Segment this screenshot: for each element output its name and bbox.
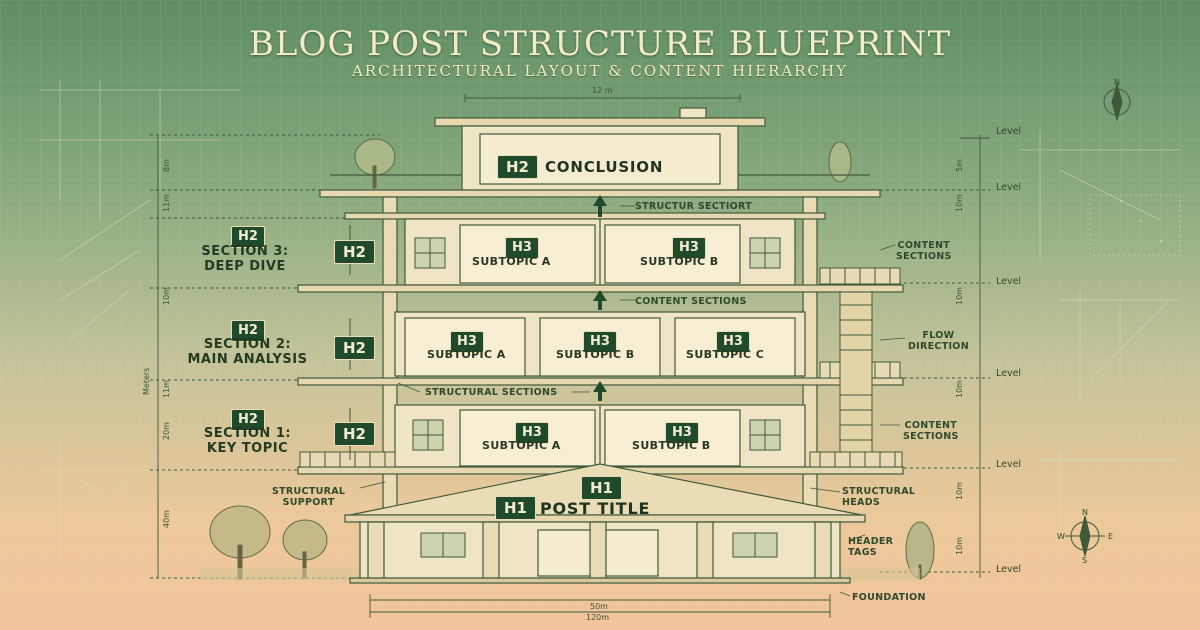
connector-label-3: STRUCTURAL SECTIONS (425, 387, 558, 398)
annot-content-sections-2: CONTENT SECTIONS (903, 420, 959, 442)
compass-bottom-w: W (1057, 532, 1065, 541)
annot-line: HEADS (842, 497, 881, 508)
section2-side-h2-tag: H2 (334, 336, 375, 360)
dim-left-mark: 20m (162, 422, 171, 440)
dim-left-mark: 11m (162, 380, 171, 398)
section1-room-b-label: SUBTOPIC B (632, 439, 711, 452)
section2-h2-tag: H2 (231, 320, 265, 342)
sketch-lines (40, 80, 1180, 560)
dim-right-mark: 10m (955, 482, 964, 500)
section3-room-a-label: SUBTOPIC A (472, 255, 551, 268)
page-subtitle: ARCHITECTURAL LAYOUT & CONTENT HIERARCHY (351, 62, 849, 80)
annot-foundation: FOUNDATION (852, 592, 926, 603)
post-title-h1-tag: H1 (495, 496, 536, 520)
section2-room-a-label: SUBTOPIC A (427, 348, 506, 361)
leader-lines (359, 205, 906, 597)
compass-top (1103, 82, 1131, 122)
section3-label-line2: DEEP DIVE (204, 259, 286, 274)
conclusion-label: CONCLUSION (545, 158, 664, 176)
section1-h2-tag: H2 (231, 409, 265, 431)
annot-content-sections-1: CONTENT SECTIONS (896, 240, 952, 262)
dim-left-mark: 40m (162, 510, 171, 528)
annot-line: TAGS (848, 547, 877, 558)
connector-label-1: STRUCTUR SECTIORT (635, 201, 753, 212)
section3-room-a-h3-tag: H3 (505, 237, 539, 259)
annot-flow-direction: FLOW DIRECTION (908, 330, 969, 352)
dim-right-mark: 10m (955, 537, 964, 555)
compass-top-n: N (1114, 78, 1120, 87)
level-label: Level (996, 182, 1022, 193)
dim-bottom-width-1: 50m (590, 602, 608, 611)
annot-line: DIRECTION (908, 341, 969, 352)
annot-line: FLOW (922, 330, 955, 341)
section2-room-a-h3-tag: H3 (450, 331, 484, 353)
section2-room-b-h3-tag: H3 (583, 331, 617, 353)
flow-arrows (593, 195, 607, 401)
post-title-label: POST TITLE (540, 499, 651, 518)
section2-label: SECTION 2: MAIN ANALYSIS (165, 337, 330, 367)
conclusion-h2-tag: H2 (497, 155, 538, 179)
level-label: Level (996, 276, 1022, 287)
section3-label: SECTION 3: DEEP DIVE (185, 244, 305, 274)
annot-line: SUPPORT (282, 497, 335, 508)
compass-bottom-s: S (1082, 556, 1088, 565)
level-label: Level (996, 459, 1022, 470)
railings (299, 267, 903, 468)
section3-side-h2-tag: H2 (334, 240, 375, 264)
section3-room-b-h3-tag: H3 (672, 237, 706, 259)
section1-label: SECTION 1: KEY TOPIC (185, 426, 310, 456)
section3-room-b-label: SUBTOPIC B (640, 255, 719, 268)
dim-right-mark: 10m (955, 194, 964, 212)
dim-right-mark: 5m (955, 159, 964, 172)
annot-line: CONTENT (904, 420, 958, 431)
section2-room-c-label: SUBTOPIC C (686, 348, 765, 361)
annot-line: HEADER (848, 536, 894, 547)
annot-structural-support: STRUCTURAL SUPPORT (272, 486, 345, 508)
dim-right-mark: 10m (955, 380, 964, 398)
dot-pattern (1089, 194, 1181, 256)
annot-line: STRUCTURAL (272, 486, 346, 497)
section1-room-a-h3-tag: H3 (515, 422, 549, 444)
annot-header-tags: HEADER TAGS (848, 536, 893, 558)
connector-label-2: CONTENT SECTIONS (635, 296, 747, 307)
dim-left-mark: 11m (162, 194, 171, 212)
compass-bottom-n: N (1082, 508, 1088, 517)
trees (209, 138, 935, 580)
compass-bottom (1065, 515, 1105, 557)
compass-bottom-e: E (1108, 532, 1114, 541)
annot-line: SECTIONS (903, 431, 959, 442)
level-label: Level (996, 368, 1022, 379)
dim-left-mark: 10m (162, 287, 171, 305)
page-title: BLOG POST STRUCTURE BLUEPRINT (248, 24, 952, 64)
annot-line: SECTIONS (896, 251, 952, 262)
section1-label-line2: KEY TOPIC (206, 441, 289, 456)
section1-room-b-h3-tag: H3 (665, 422, 699, 444)
section1-room-a-label: SUBTOPIC A (482, 439, 561, 452)
annot-line: STRUCTURAL (842, 486, 916, 497)
annot-line: CONTENT (897, 240, 951, 251)
dim-left-mark: 8m (162, 159, 171, 172)
dim-right-mark: 10m (955, 287, 964, 305)
annot-structural-heads: STRUCTURAL HEADS (842, 486, 915, 508)
dim-left-axis: Meters (142, 367, 151, 395)
dimension-lines (150, 94, 990, 618)
dim-top-width: 12 m (592, 86, 613, 95)
level-label: Level (996, 126, 1022, 137)
windows (412, 237, 781, 558)
section3-label-line1: SECTION 3: (201, 244, 289, 259)
section1-label-line1: SECTION 1: (203, 426, 292, 441)
section2-label-line1: SECTION 2: (203, 337, 292, 352)
level-label: Level (996, 564, 1022, 575)
section2-label-line2: MAIN ANALYSIS (187, 352, 308, 367)
pediment-h1-tag: H1 (581, 476, 622, 500)
section2-room-b-label: SUBTOPIC B (556, 348, 635, 361)
dim-bottom-width-2: 120m (586, 613, 610, 622)
section3-h2-tag: H2 (231, 226, 265, 248)
section1-side-h2-tag: H2 (334, 422, 375, 446)
section2-room-c-h3-tag: H3 (716, 331, 750, 353)
